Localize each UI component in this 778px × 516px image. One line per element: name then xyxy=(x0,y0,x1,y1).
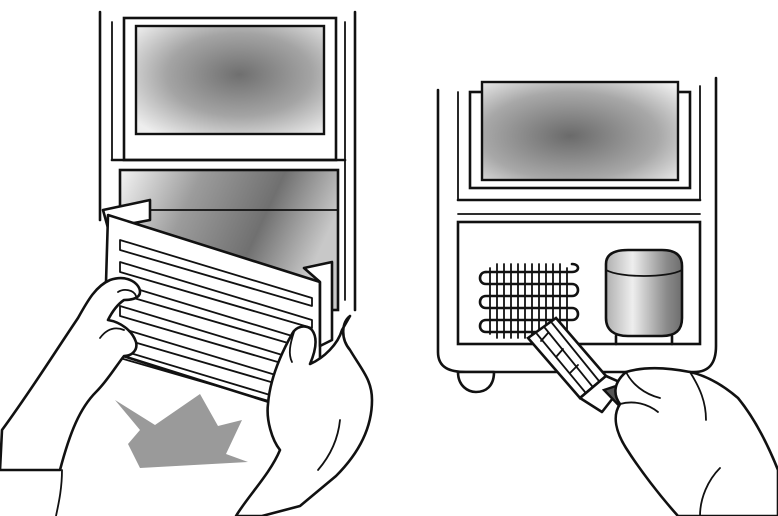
right-panel xyxy=(438,78,778,516)
compressor xyxy=(606,250,682,344)
brush-hand xyxy=(615,368,778,516)
caster-wheel xyxy=(458,372,494,392)
left-panel xyxy=(0,12,372,516)
arrow-out xyxy=(115,394,248,468)
